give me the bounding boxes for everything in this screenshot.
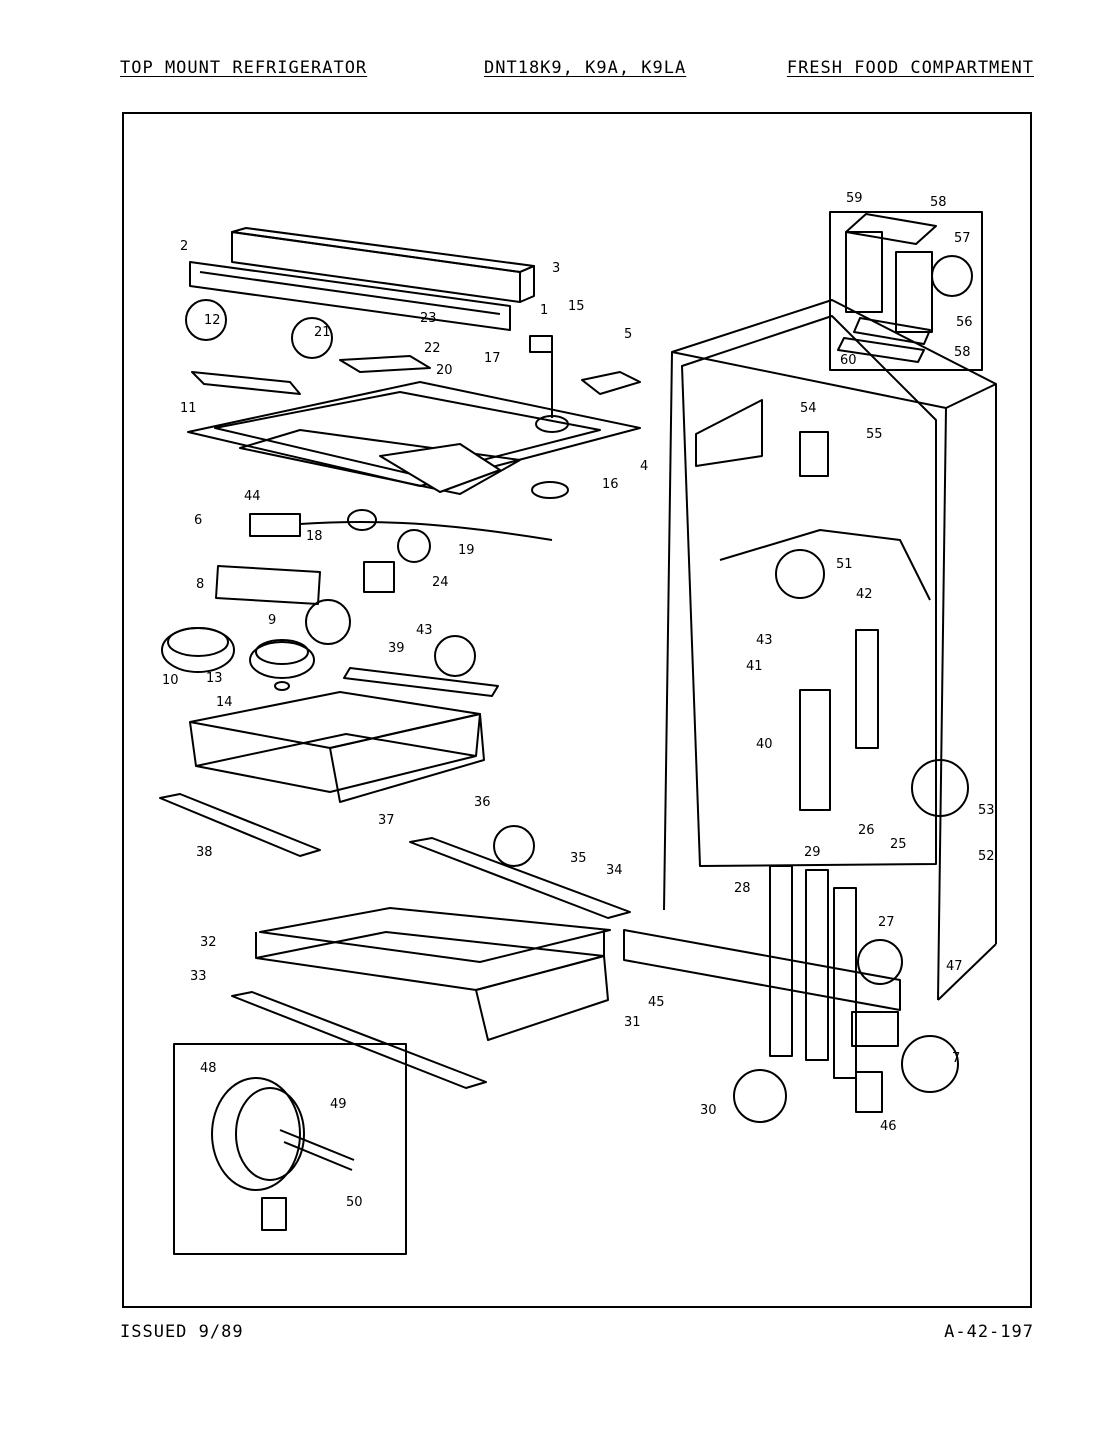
callout-34: 34 bbox=[606, 863, 623, 878]
callout-16: 16 bbox=[602, 477, 619, 492]
callout-4: 4 bbox=[640, 459, 648, 474]
callout-31: 31 bbox=[624, 1015, 641, 1030]
caster-inset bbox=[173, 1043, 407, 1255]
part-callouts: 1 2 3 4 5 6 7 8 9 10 11 12 13 14 15 16 1… bbox=[162, 191, 995, 1210]
callout-1: 1 bbox=[540, 303, 548, 318]
callout-60: 60 bbox=[840, 353, 857, 368]
callout-27: 27 bbox=[878, 915, 895, 930]
callout-49: 49 bbox=[330, 1097, 347, 1112]
callout-30: 30 bbox=[700, 1103, 717, 1118]
diagram-title: TOP MOUNT REFRIGERATOR bbox=[120, 58, 368, 78]
callout-43a: 43 bbox=[416, 623, 433, 638]
callout-42: 42 bbox=[856, 587, 873, 602]
callout-53: 53 bbox=[978, 803, 995, 818]
callout-41: 41 bbox=[746, 659, 763, 674]
callout-58a: 58 bbox=[930, 195, 947, 210]
callout-47: 47 bbox=[946, 959, 963, 974]
callout-29: 29 bbox=[804, 845, 821, 860]
callout-10: 10 bbox=[162, 673, 179, 688]
callout-51: 51 bbox=[836, 557, 853, 572]
callout-9: 9 bbox=[268, 613, 276, 628]
callout-35: 35 bbox=[570, 851, 587, 866]
callout-8: 8 bbox=[196, 577, 204, 592]
document-number: A-42-197 bbox=[944, 1322, 1034, 1342]
callout-23: 23 bbox=[420, 311, 437, 326]
hinge-inset bbox=[829, 211, 983, 371]
callout-20: 20 bbox=[436, 363, 453, 378]
callout-11: 11 bbox=[180, 401, 197, 416]
control-parts bbox=[161, 299, 641, 691]
issue-date: ISSUED 9/89 bbox=[120, 1322, 244, 1342]
callout-3: 3 bbox=[552, 261, 560, 276]
callout-50: 50 bbox=[346, 1195, 363, 1210]
callout-6: 6 bbox=[194, 513, 202, 528]
callout-33: 33 bbox=[190, 969, 207, 984]
callout-38: 38 bbox=[196, 845, 213, 860]
lower-shelf-assembly bbox=[231, 825, 631, 1089]
callout-32: 32 bbox=[200, 935, 217, 950]
callout-52: 52 bbox=[978, 849, 995, 864]
callout-54: 54 bbox=[800, 401, 817, 416]
model-numbers: DNT18K9, K9A, K9LA bbox=[484, 58, 687, 78]
cabinet-liner bbox=[623, 299, 997, 1123]
callout-12: 12 bbox=[204, 313, 221, 328]
diagram-frame bbox=[122, 112, 1032, 1308]
callout-56: 56 bbox=[956, 315, 973, 330]
callout-5: 5 bbox=[624, 327, 632, 342]
callout-37: 37 bbox=[378, 813, 395, 828]
callout-59: 59 bbox=[846, 191, 863, 206]
callout-48: 48 bbox=[200, 1061, 217, 1076]
callout-14: 14 bbox=[216, 695, 233, 710]
callout-21: 21 bbox=[314, 325, 331, 340]
callout-19: 19 bbox=[458, 543, 475, 558]
callout-44: 44 bbox=[244, 489, 261, 504]
callout-46: 46 bbox=[880, 1119, 897, 1134]
callout-2: 2 bbox=[180, 239, 188, 254]
callout-39: 39 bbox=[388, 641, 405, 656]
callout-45: 45 bbox=[648, 995, 665, 1010]
callout-43b: 43 bbox=[756, 633, 773, 648]
ceiling-panel bbox=[187, 381, 641, 495]
callout-57: 57 bbox=[954, 231, 971, 246]
callout-58b: 58 bbox=[954, 345, 971, 360]
callout-28: 28 bbox=[734, 881, 751, 896]
upper-shelf-assembly bbox=[159, 635, 499, 857]
callout-15: 15 bbox=[568, 299, 585, 314]
section-title: FRESH FOOD COMPARTMENT bbox=[786, 58, 1034, 78]
callout-24: 24 bbox=[432, 575, 449, 590]
callout-40: 40 bbox=[756, 737, 773, 752]
callout-13: 13 bbox=[206, 671, 223, 686]
callout-17: 17 bbox=[484, 351, 501, 366]
callout-7: 7 bbox=[952, 1051, 960, 1066]
callout-26: 26 bbox=[858, 823, 875, 838]
callout-36: 36 bbox=[474, 795, 491, 810]
callout-25: 25 bbox=[890, 837, 907, 852]
callout-18: 18 bbox=[306, 529, 323, 544]
callout-22: 22 bbox=[424, 341, 441, 356]
callout-55: 55 bbox=[866, 427, 883, 442]
control-panel-assembly bbox=[189, 227, 535, 331]
